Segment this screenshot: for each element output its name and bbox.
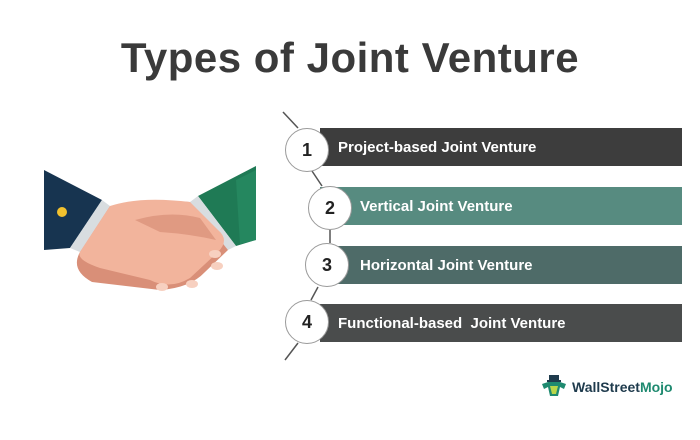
item-label: Project-based Joint Venture — [338, 138, 537, 156]
item-bar-3: Horizontal Joint Venture — [320, 246, 682, 284]
brand-name: WallStreet — [572, 379, 640, 395]
page-title: Types of Joint Venture — [120, 34, 580, 81]
mascot-icon — [542, 375, 566, 396]
brand-logo: WallStreetMojo — [540, 374, 673, 400]
brand-name-accent: Mojo — [639, 379, 673, 395]
item-number-1: 1 — [285, 128, 329, 172]
item-label: Functional-based Joint Venture — [338, 314, 566, 332]
item-number-4: 4 — [285, 300, 329, 344]
item-bar-2: Vertical Joint Venture — [320, 187, 682, 225]
item-label: Horizontal Joint Venture — [360, 256, 533, 274]
handshake-icon — [44, 166, 256, 291]
item-number-2: 2 — [308, 186, 352, 230]
item-bar-4: Functional-based Joint Venture — [320, 304, 682, 342]
item-label: Vertical Joint Venture — [360, 197, 513, 215]
item-bar-1: Project-based Joint Venture — [320, 128, 682, 166]
item-number-3: 3 — [305, 243, 349, 287]
